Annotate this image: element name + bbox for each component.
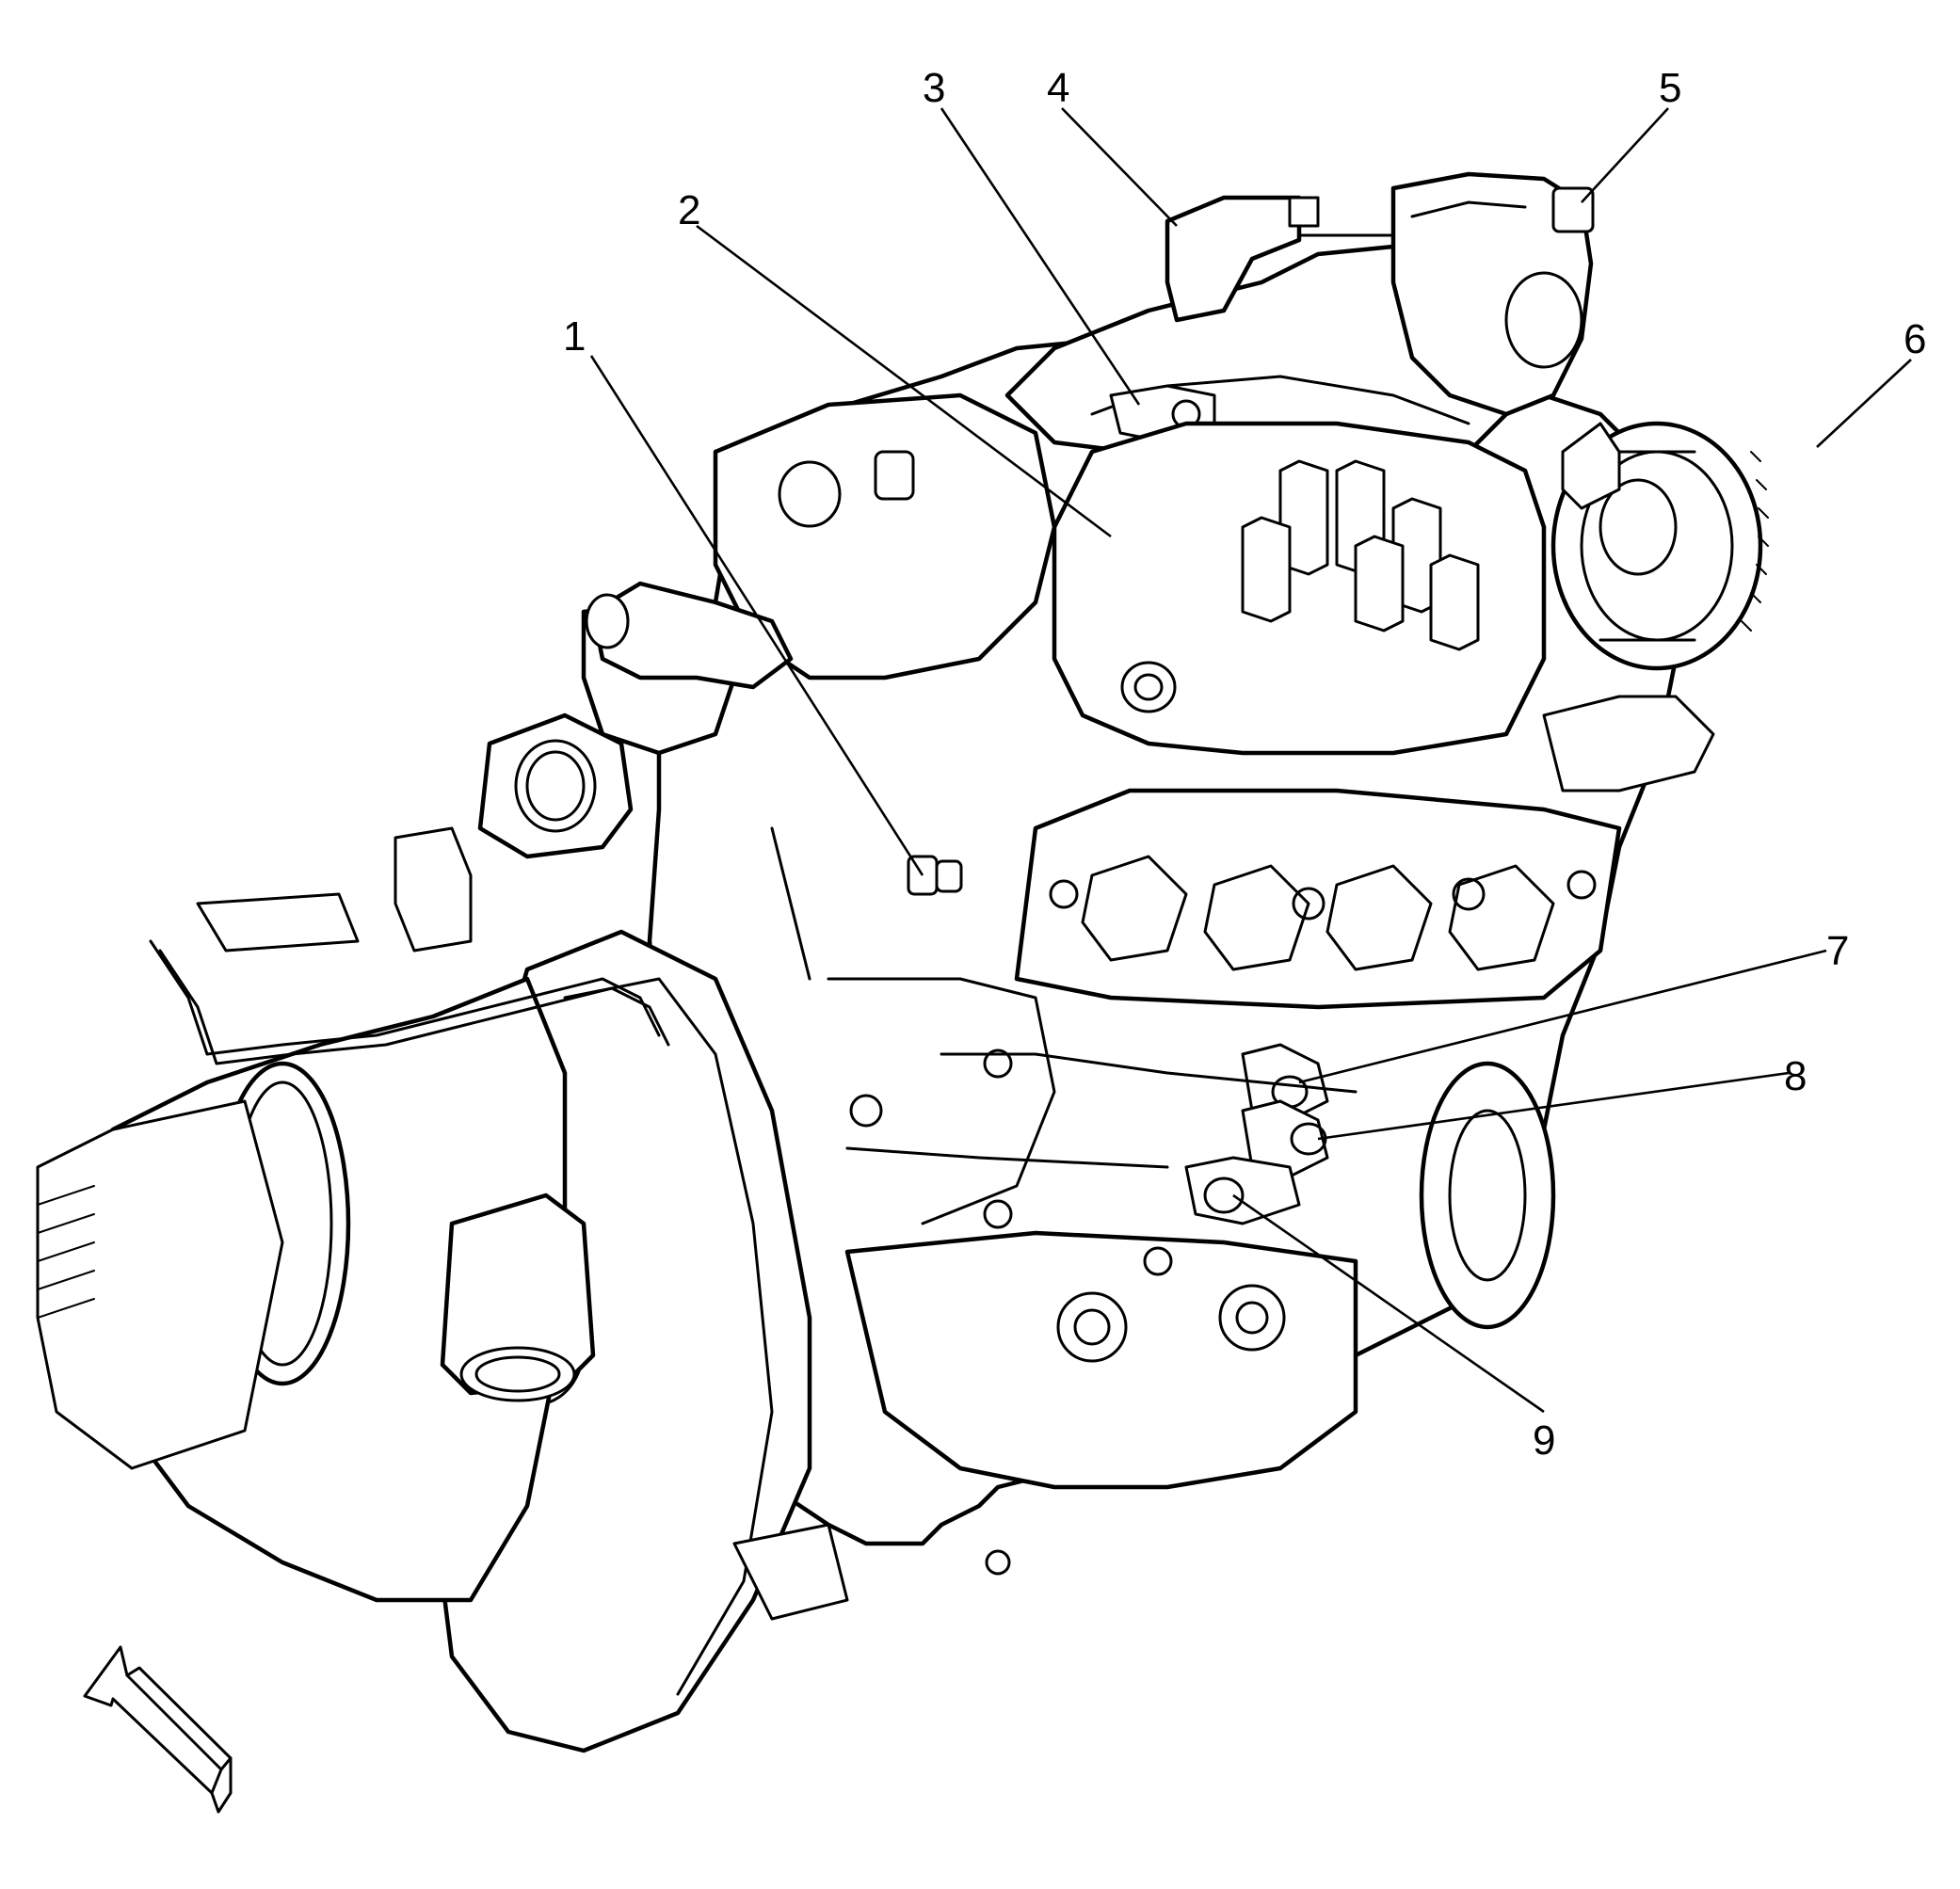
leader-4 xyxy=(1061,107,1178,227)
front-arrow-icon xyxy=(83,1645,233,1814)
transmission-bracket xyxy=(394,826,473,953)
coolant-hose-pipe xyxy=(590,581,794,690)
callout-1: 1 xyxy=(563,313,586,360)
throttle-body xyxy=(1390,171,1595,417)
wiring-harness xyxy=(149,939,661,1056)
leader-5 xyxy=(1581,107,1669,203)
leader-8 xyxy=(1317,1071,1790,1141)
callout-9: 9 xyxy=(1533,1417,1555,1464)
leader-6 xyxy=(1816,359,1912,448)
callout-7: 7 xyxy=(1826,928,1849,974)
engine-illustration xyxy=(36,171,1769,1753)
transmission-filter xyxy=(440,1193,596,1402)
ect-sensor xyxy=(907,855,963,896)
callout-8: 8 xyxy=(1784,1053,1807,1099)
leader-1 xyxy=(589,355,924,876)
oil-pressure-sensor xyxy=(1184,1156,1301,1225)
callout-4: 4 xyxy=(1047,65,1069,111)
cylinder-head xyxy=(1014,788,1622,1010)
leader-9 xyxy=(1232,1193,1545,1414)
transmission-side-cover xyxy=(36,1099,284,1470)
generator xyxy=(1550,421,1769,671)
exhaust-ports xyxy=(1081,855,1555,971)
leader-2 xyxy=(696,224,1112,538)
leader-3 xyxy=(940,107,1141,406)
callout-3: 3 xyxy=(923,65,945,111)
leader-lines xyxy=(589,107,1912,1414)
callout-2: 2 xyxy=(678,187,700,233)
callout-6: 6 xyxy=(1904,316,1926,362)
ignition-coils xyxy=(1241,459,1480,651)
map-sensor xyxy=(1165,195,1320,323)
generator-bracket xyxy=(1542,695,1715,792)
crankshaft-balancer xyxy=(1419,1061,1556,1330)
callout-labels: 1 2 3 4 5 6 7 8 9 xyxy=(563,65,1926,1464)
leader-7 xyxy=(1298,949,1827,1084)
callout-5: 5 xyxy=(1659,65,1681,111)
front-cover-port xyxy=(477,712,634,859)
